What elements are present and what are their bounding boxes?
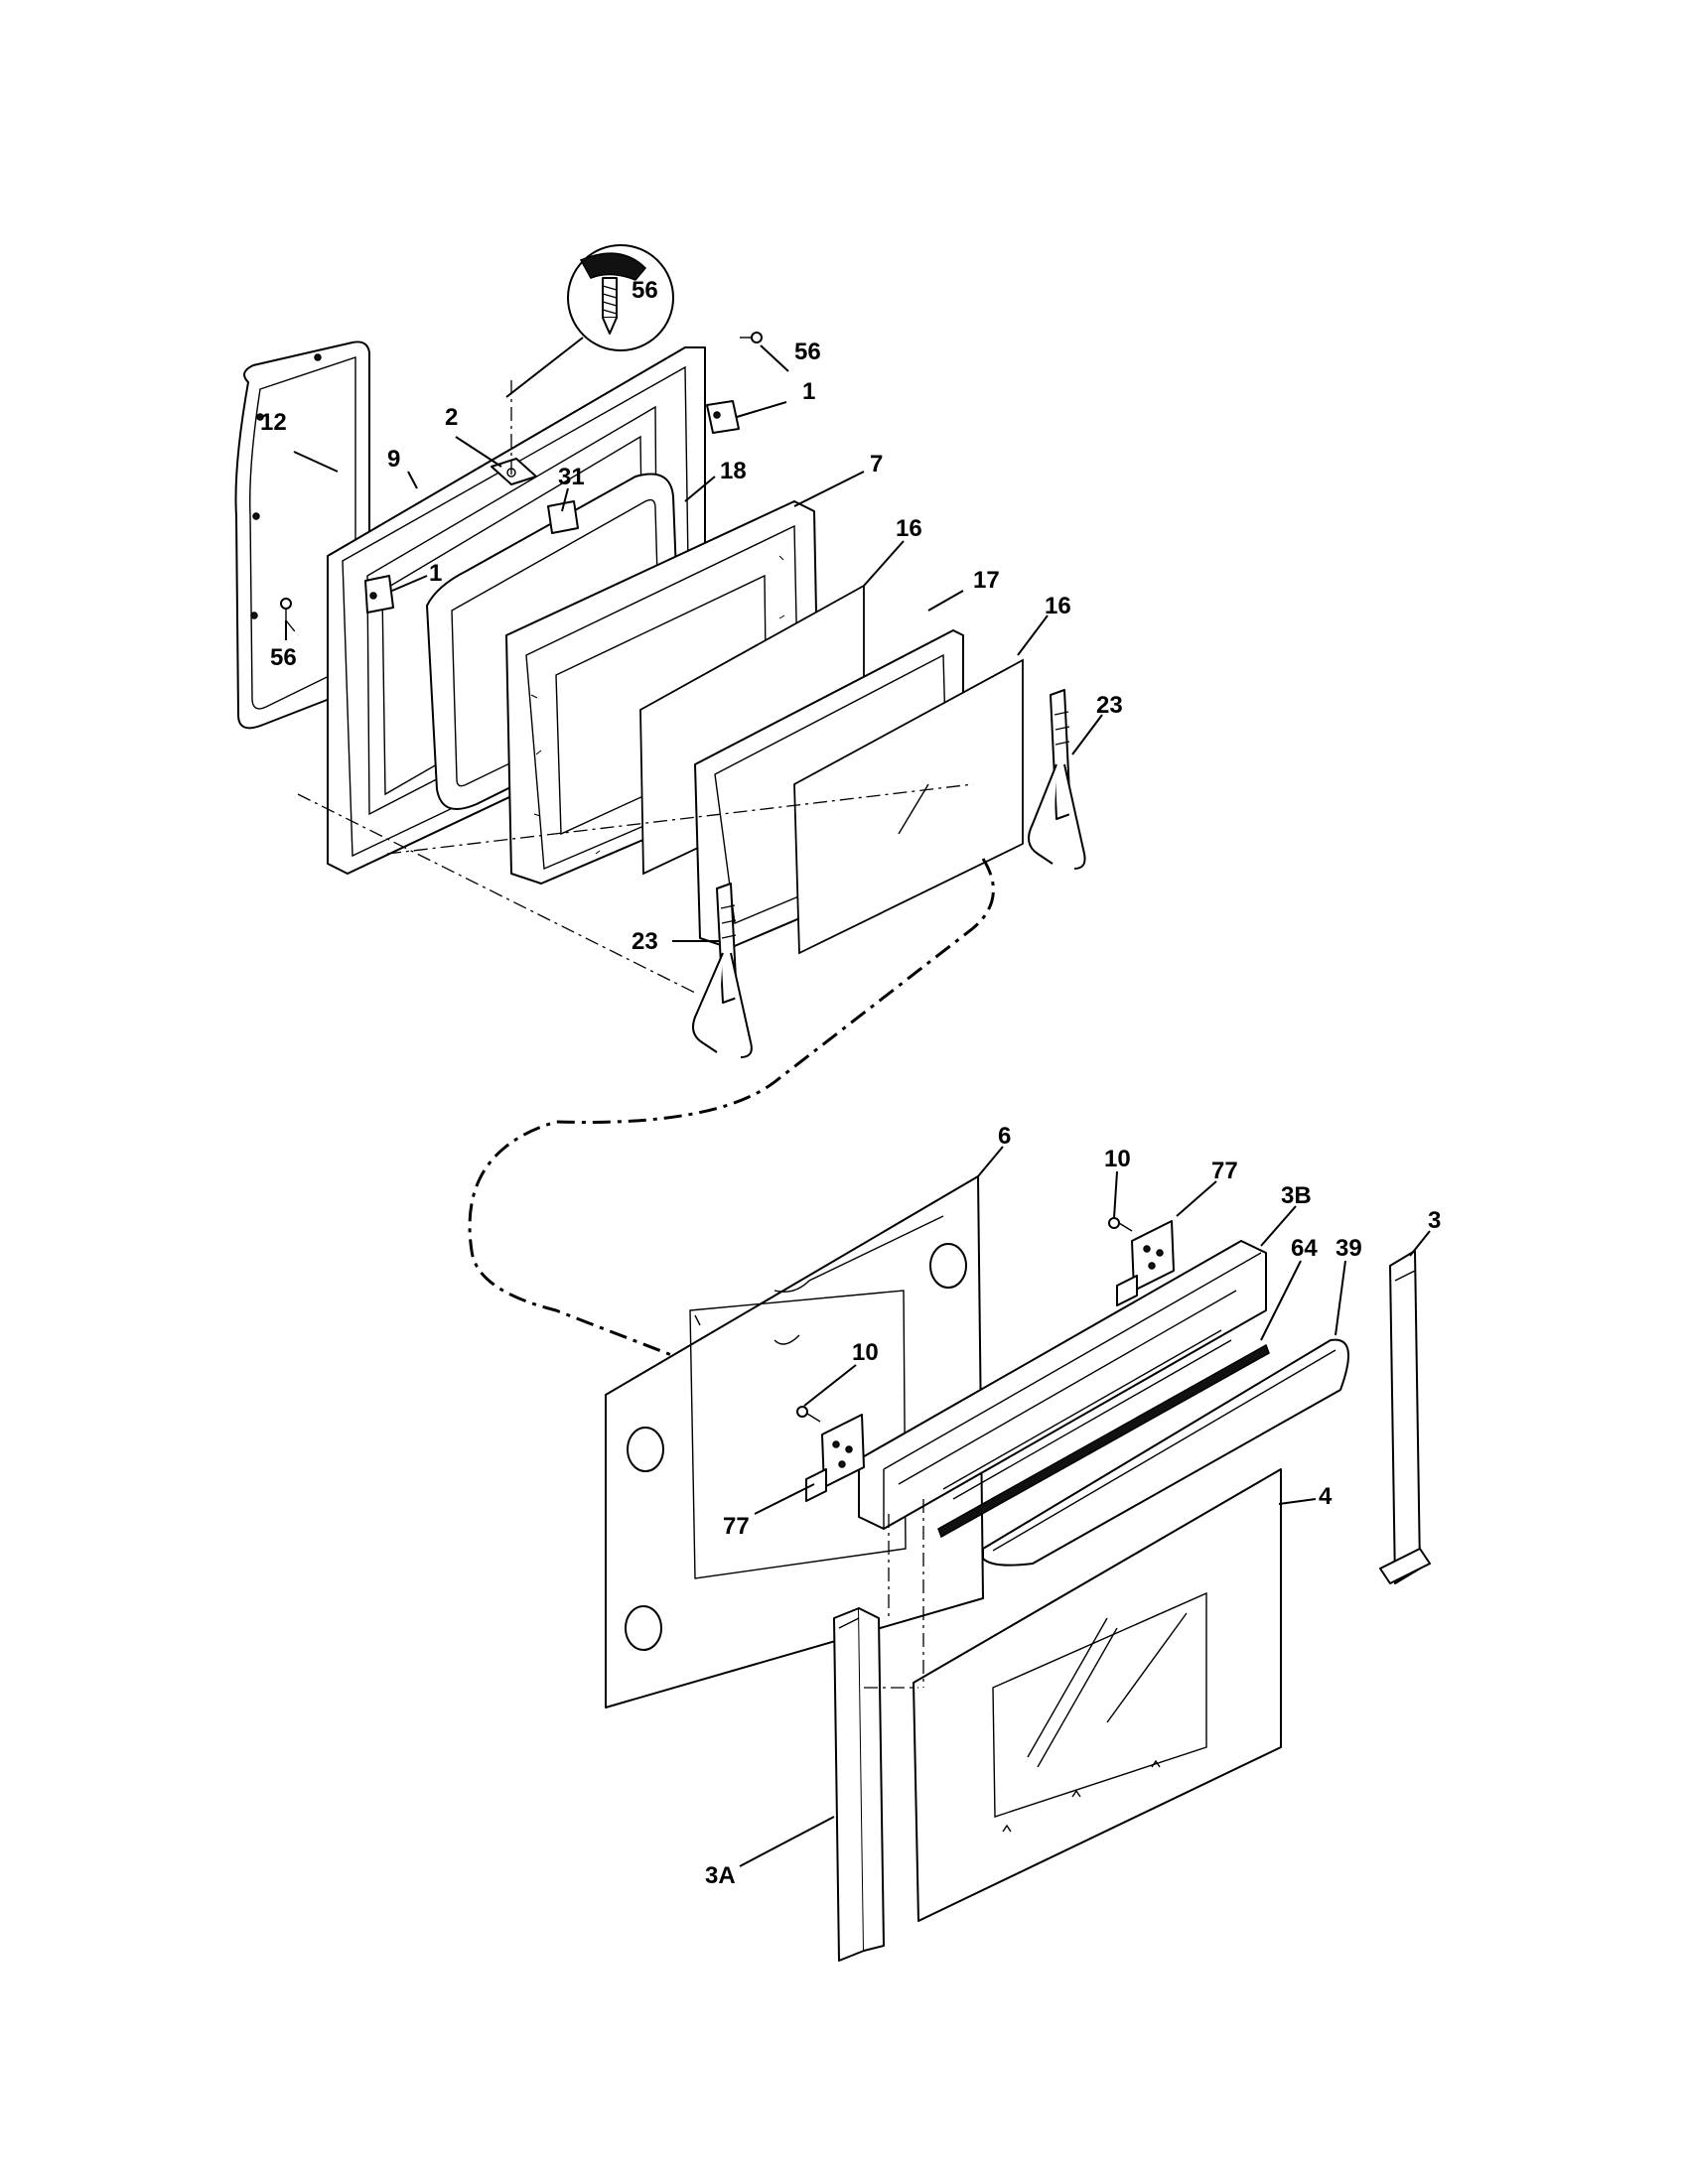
handle-seal-strip — [937, 1343, 1270, 1539]
label-bracket-top-right: 1 — [802, 378, 815, 405]
label-bracket-left: 1 — [429, 560, 442, 587]
label-trim-3b: 3B — [1281, 1182, 1312, 1209]
label-panel: 6 — [998, 1123, 1011, 1150]
alignment-lines-upper — [285, 377, 974, 994]
top-trim-channel — [858, 1240, 1267, 1530]
inner-glass-panel-lower — [793, 658, 1024, 955]
alignment-lines-lower — [864, 1499, 924, 1689]
label-outer-door: 4 — [1319, 1483, 1333, 1510]
screw-small-left — [280, 598, 292, 620]
label-glass-16-lower: 16 — [1045, 593, 1071, 619]
label-receptacle: 31 — [558, 464, 585, 490]
label-handle: 39 — [1336, 1235, 1362, 1262]
label-frame: 9 — [387, 446, 400, 473]
outer-door-glass — [913, 1468, 1282, 1922]
label-hinge-right: 23 — [1096, 692, 1123, 719]
screw-10-upper — [1108, 1217, 1133, 1232]
label-seal: 64 — [1291, 1235, 1318, 1262]
label-screw-10-lower: 10 — [852, 1339, 879, 1366]
hinge-plate-upper — [1116, 1220, 1175, 1306]
label-bracket-2: 2 — [445, 404, 458, 431]
label-hinge-77-upper: 77 — [1211, 1158, 1238, 1184]
top-bracket — [491, 458, 537, 485]
label-screw-10-upper: 10 — [1104, 1146, 1131, 1172]
hinge-right — [1028, 689, 1086, 870]
hinge-left — [692, 883, 753, 1058]
label-gasket: 12 — [260, 409, 287, 436]
left-side-trim — [833, 1607, 885, 1962]
label-screw-detail: 56 — [632, 277, 658, 304]
label-hinge-77-lower: 77 — [723, 1513, 750, 1540]
label-glass-16-upper: 16 — [896, 515, 922, 542]
right-side-trim — [1379, 1250, 1431, 1584]
screw-small-top — [740, 332, 763, 343]
label-screw-left: 56 — [270, 644, 297, 671]
label-hinge-left: 23 — [632, 928, 658, 955]
screw-10-lower — [796, 1406, 821, 1423]
hinge-receptacle — [547, 500, 579, 534]
door-handle — [982, 1338, 1349, 1567]
callout-labels: 56 56 1 12 9 2 31 18 7 1 56 16 17 16 23 … — [260, 277, 1441, 1889]
label-glass-17: 17 — [973, 567, 1000, 594]
leader-lines — [285, 344, 1431, 1867]
screw-detail-callout — [505, 244, 674, 398]
assembly-connector-line — [468, 858, 995, 1461]
label-door-liner: 7 — [870, 451, 883, 478]
label-side-trim-3: 3 — [1428, 1207, 1441, 1234]
label-insulation: 18 — [720, 458, 747, 484]
hinge-plate-lower — [805, 1414, 865, 1502]
left-bracket — [364, 575, 394, 614]
label-screw-top-right: 56 — [794, 339, 821, 365]
top-right-bracket — [706, 400, 740, 434]
label-side-trim-3a: 3A — [705, 1862, 736, 1889]
